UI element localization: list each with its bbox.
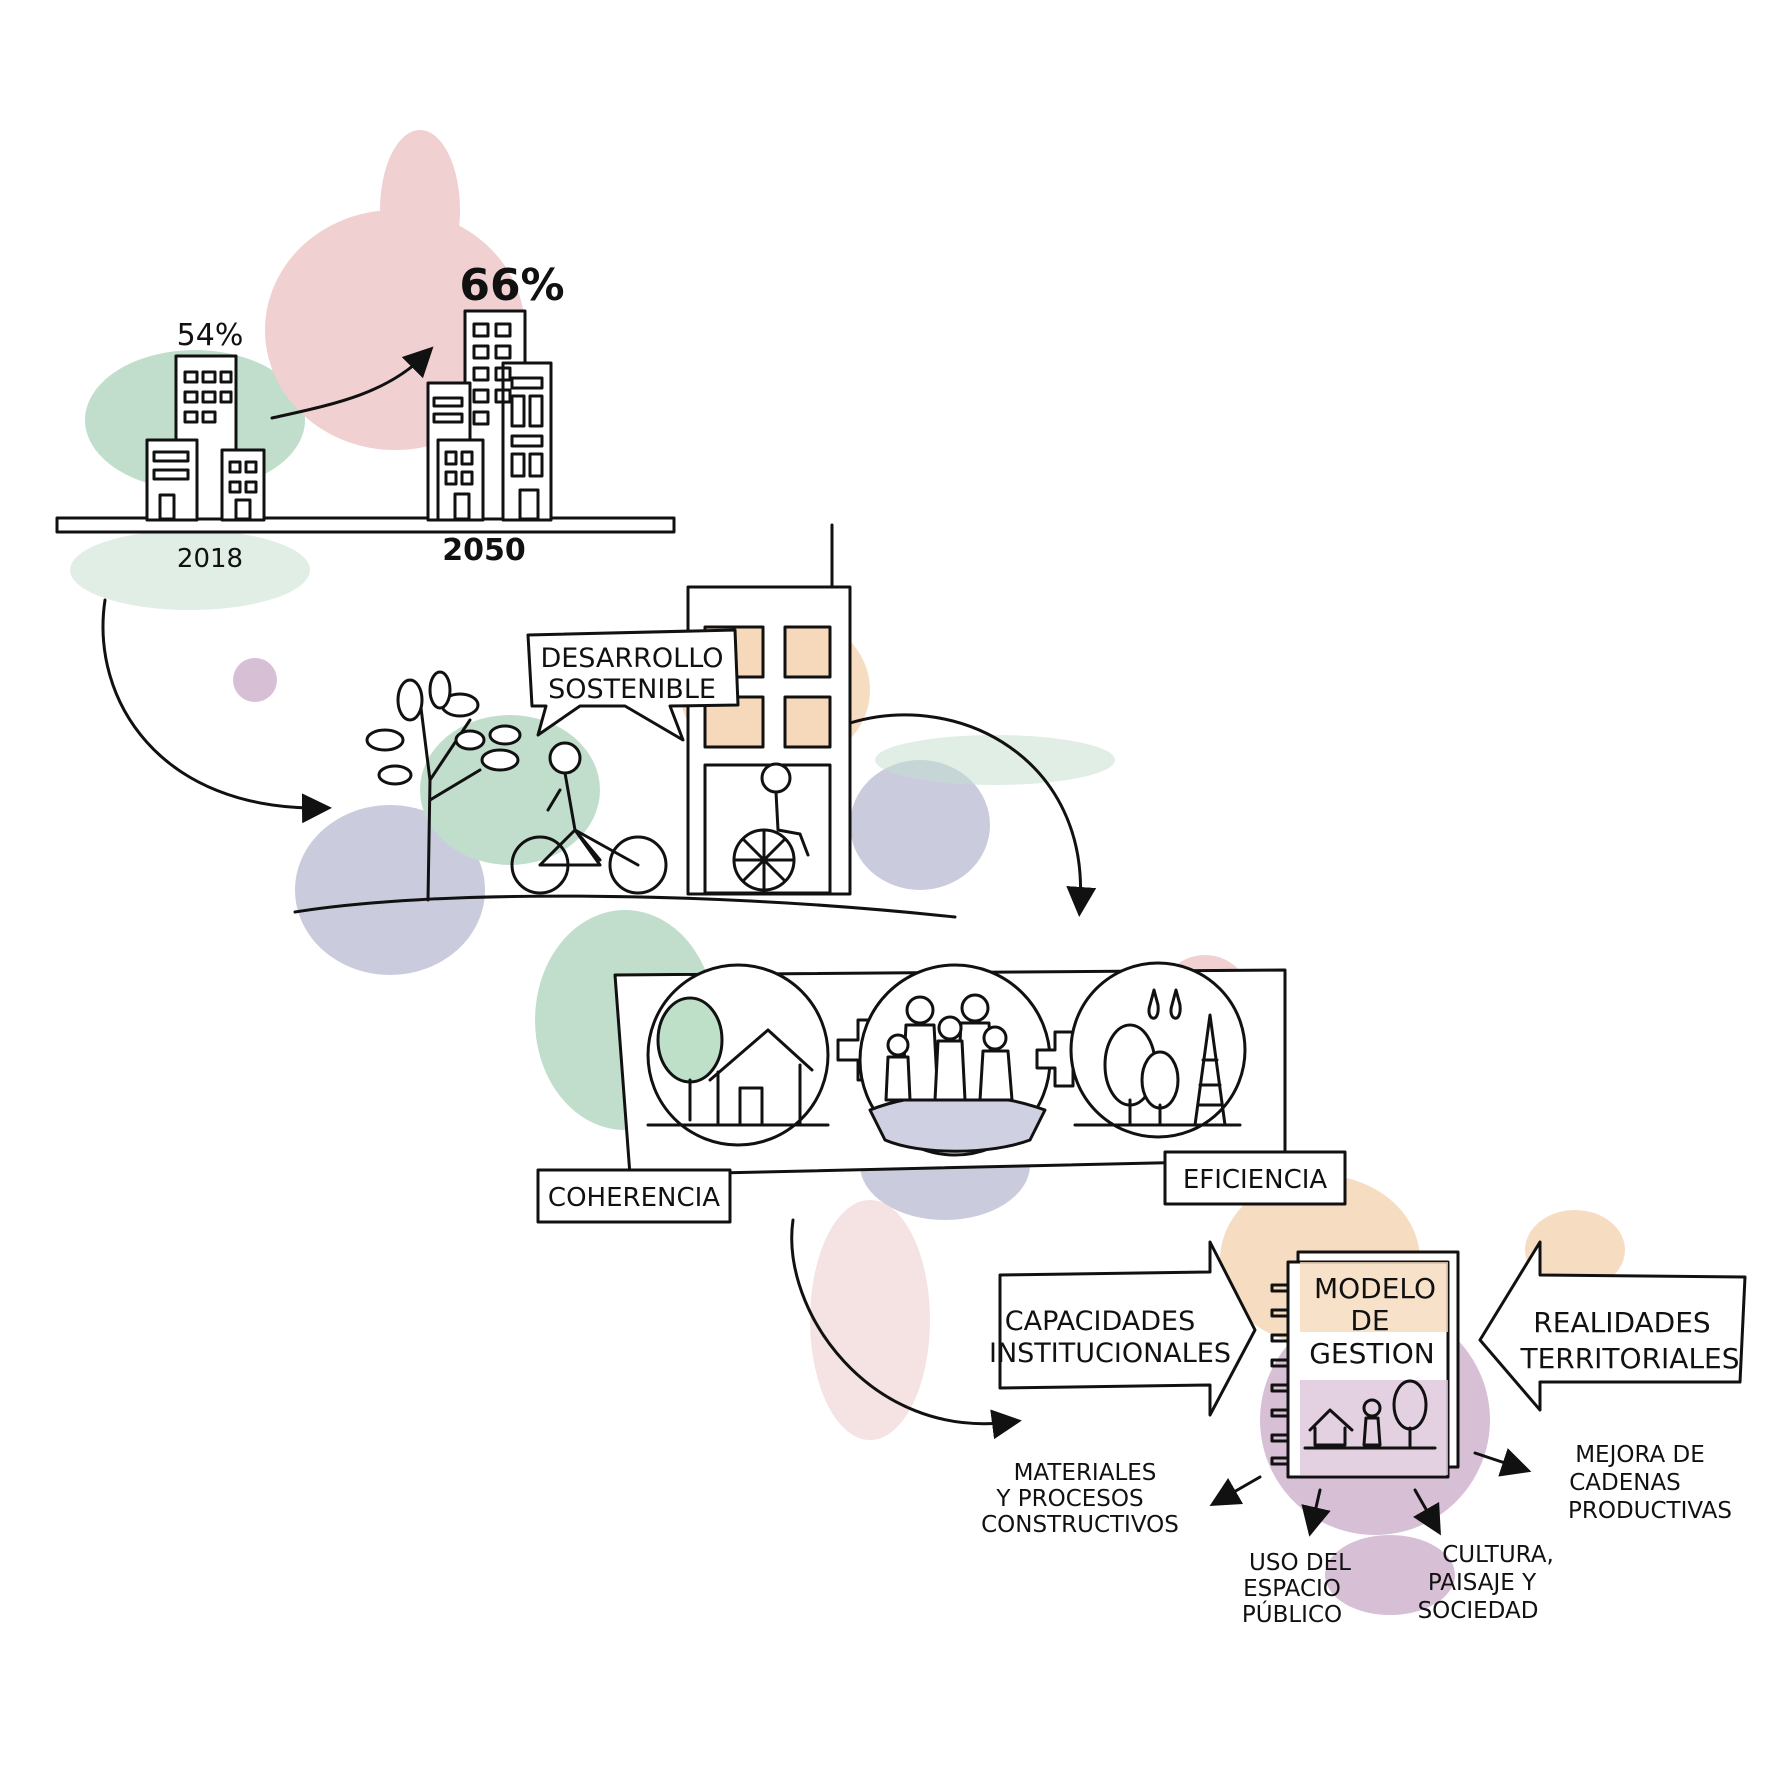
svg-text:CONSTRUCTIVOS: CONSTRUCTIVOS bbox=[981, 1512, 1179, 1538]
percentage-2050: 66% bbox=[459, 260, 564, 311]
coherencia-label: COHERENCIA bbox=[548, 1183, 720, 1213]
flow-arrow-2 bbox=[848, 713, 1097, 917]
growth-arrow bbox=[270, 346, 434, 420]
input-right-line1: REALIDADES bbox=[1533, 1306, 1710, 1339]
year-2018-label: 2018 bbox=[177, 544, 243, 574]
speech-bubble-line2: SOSTENIBLE bbox=[548, 674, 716, 705]
model-title-line3: GESTION bbox=[1309, 1337, 1435, 1370]
svg-text:PÚBLICO: PÚBLICO bbox=[1242, 1600, 1342, 1628]
input-arrow-left bbox=[998, 1240, 1257, 1417]
svg-text:PRODUCTIVAS: PRODUCTIVAS bbox=[1568, 1498, 1732, 1524]
principles-section: COHERENCIA EFICIENCIA bbox=[536, 961, 1347, 1224]
input-arrow-right bbox=[1478, 1240, 1747, 1412]
svg-text:CULTURA,: CULTURA, bbox=[1442, 1542, 1554, 1568]
buildings-2050-icon bbox=[426, 309, 553, 522]
notebook-icon bbox=[1270, 1250, 1460, 1479]
output-espacio-publico: USO DEL ESPACIO PÚBLICO bbox=[1242, 1550, 1351, 1628]
cyclist-icon bbox=[510, 741, 668, 895]
output-arrow-3 bbox=[1413, 1488, 1441, 1536]
coherencia-label-box bbox=[536, 1168, 732, 1224]
flow-arrow-1 bbox=[101, 598, 332, 824]
output-materiales: MATERIALES Y PROCESOS CONSTRUCTIVOS bbox=[981, 1460, 1179, 1538]
wheelchair-user-icon bbox=[732, 762, 810, 892]
svg-text:USO DEL: USO DEL bbox=[1249, 1550, 1351, 1576]
speech-bubble-line1: DESARROLLO bbox=[540, 643, 723, 674]
input-right-line2: TERRITORIALES bbox=[1519, 1342, 1739, 1375]
sustainable-development-scene: DESARROLLO SOSTENIBLE bbox=[293, 523, 957, 919]
output-cultura: CULTURA, PAISAJE Y SOCIEDAD bbox=[1418, 1542, 1554, 1624]
year-2050-label: 2050 bbox=[442, 533, 526, 568]
environment-circle-icon bbox=[1069, 961, 1247, 1139]
output-arrow-2 bbox=[1301, 1488, 1331, 1537]
svg-text:CADENAS: CADENAS bbox=[1569, 1470, 1681, 1496]
green-splash bbox=[70, 530, 310, 610]
eficiencia-label-box bbox=[1163, 1150, 1347, 1206]
blue-splash bbox=[295, 805, 485, 975]
eficiencia-label: EFICIENCIA bbox=[1183, 1165, 1328, 1195]
output-arrow-4 bbox=[1473, 1448, 1532, 1477]
purple-splash bbox=[1325, 1535, 1455, 1615]
svg-text:Y PROCESOS: Y PROCESOS bbox=[995, 1486, 1143, 1512]
buildings-2018-icon bbox=[145, 354, 266, 522]
svg-text:SOCIEDAD: SOCIEDAD bbox=[1418, 1598, 1539, 1624]
percentage-2018: 54% bbox=[177, 318, 244, 353]
svg-text:ESPACIO: ESPACIO bbox=[1243, 1576, 1341, 1602]
blue-splash bbox=[850, 760, 990, 890]
output-cadenas-productivas: MEJORA DE CADENAS PRODUCTIVAS bbox=[1568, 1442, 1732, 1524]
ground-line bbox=[293, 894, 957, 919]
orange-splash bbox=[1525, 1210, 1625, 1290]
tree-icon bbox=[365, 670, 522, 902]
output-arrow-1 bbox=[1209, 1475, 1262, 1506]
input-left-line2: INSTITUCIONALES bbox=[989, 1338, 1231, 1369]
svg-text:MEJORA DE: MEJORA DE bbox=[1575, 1442, 1705, 1468]
urban-growth-section: 54% 66% 2018 2050 bbox=[55, 260, 676, 574]
input-left-line1: CAPACIDADES bbox=[1005, 1306, 1195, 1337]
model-title-line2: DE bbox=[1350, 1304, 1389, 1337]
purple-splash bbox=[233, 658, 277, 702]
svg-text:MATERIALES: MATERIALES bbox=[1014, 1460, 1157, 1486]
speech-bubble bbox=[526, 628, 740, 742]
pink-splash bbox=[810, 1200, 930, 1440]
pink-splash bbox=[380, 130, 460, 290]
flow-arrow-3 bbox=[790, 1218, 1022, 1440]
management-model-section: CAPACIDADES INSTITUCIONALES REALIDADES T… bbox=[981, 1240, 1747, 1628]
model-title-line1: MODELO bbox=[1314, 1272, 1436, 1305]
svg-text:PAISAJE Y: PAISAJE Y bbox=[1428, 1570, 1537, 1596]
green-splash bbox=[875, 735, 1115, 785]
